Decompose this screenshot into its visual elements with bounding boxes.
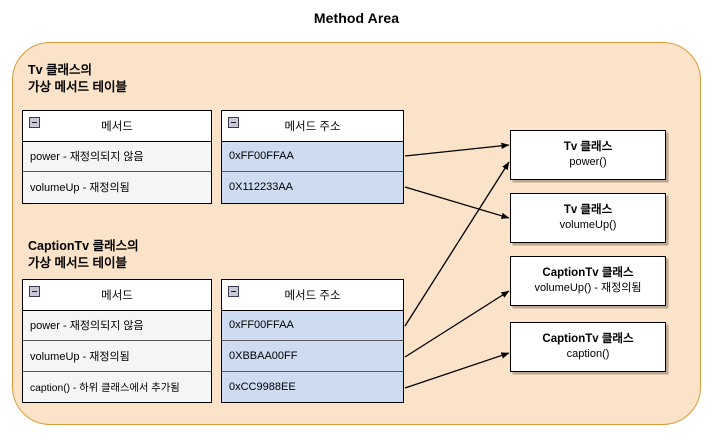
- tv-method-table-header: 메서드: [23, 111, 211, 142]
- table-row: 0xCC9988EE: [222, 371, 403, 402]
- method-box-title: CaptionTv 클래스: [542, 267, 634, 279]
- method-box-subtitle: volumeUp(): [559, 219, 617, 231]
- method-box-captiontv-volumeup: CaptionTv 클래스 volumeUp() - 재정의됨: [510, 256, 666, 306]
- table-row: caption() - 하위 클래스에서 추가됨: [23, 371, 211, 402]
- collapse-minus-icon[interactable]: [29, 286, 40, 297]
- method-box-captiontv-caption: CaptionTv 클래스 caption(): [510, 322, 666, 372]
- method-box-subtitle: power(): [569, 156, 607, 168]
- table-row: 0xFF00FFAA: [222, 141, 403, 172]
- table-row: 0X112233AA: [222, 172, 403, 203]
- table-row: volumeUp - 재정의됨: [23, 341, 211, 372]
- captiontv-method-table-header: 메서드: [23, 280, 211, 311]
- captiontv-method-table: 메서드 power - 재정의되지 않음 volumeUp - 재정의됨 cap…: [22, 279, 212, 403]
- method-box-title: Tv 클래스: [563, 204, 613, 216]
- page-title: Method Area: [313, 10, 400, 26]
- table-row: volumeUp - 재정의됨: [23, 172, 211, 203]
- method-box-subtitle: caption(): [566, 348, 610, 360]
- section-heading-tv: Tv 클래스의 가상 메서드 테이블: [28, 63, 127, 94]
- table-row: 0XBBAA00FF: [222, 341, 403, 372]
- table-row: power - 재정의되지 않음: [23, 141, 211, 172]
- tv-address-table: 메서드 주소 0xFF00FFAA 0X112233AA: [221, 110, 404, 204]
- collapse-minus-icon[interactable]: [228, 117, 239, 128]
- method-box-subtitle: volumeUp() - 재정의됨: [534, 282, 642, 294]
- method-box-tv-power: Tv 클래스 power(): [510, 130, 666, 180]
- table-row: 0xFF00FFAA: [222, 310, 403, 341]
- collapse-minus-icon[interactable]: [29, 117, 40, 128]
- collapse-minus-icon[interactable]: [228, 286, 239, 297]
- captiontv-method-table-header-label: 메서드: [101, 289, 133, 302]
- tv-method-table-header-label: 메서드: [101, 120, 133, 133]
- tv-address-table-header-label: 메서드 주소: [284, 120, 341, 133]
- tv-address-table-header: 메서드 주소: [222, 111, 403, 142]
- captiontv-address-table-header: 메서드 주소: [222, 280, 403, 311]
- captiontv-address-table-header-label: 메서드 주소: [284, 289, 341, 302]
- table-row: power - 재정의되지 않음: [23, 310, 211, 341]
- tv-method-table: 메서드 power - 재정의되지 않음 volumeUp - 재정의됨: [22, 110, 212, 204]
- method-box-title: Tv 클래스: [563, 141, 613, 153]
- captiontv-address-table: 메서드 주소 0xFF00FFAA 0XBBAA00FF 0xCC9988EE: [221, 279, 404, 403]
- section-heading-captiontv: CaptionTv 클래스의 가상 메서드 테이블: [28, 239, 139, 270]
- method-box-tv-volumeup: Tv 클래스 volumeUp(): [510, 193, 666, 243]
- method-box-title: CaptionTv 클래스: [542, 333, 634, 345]
